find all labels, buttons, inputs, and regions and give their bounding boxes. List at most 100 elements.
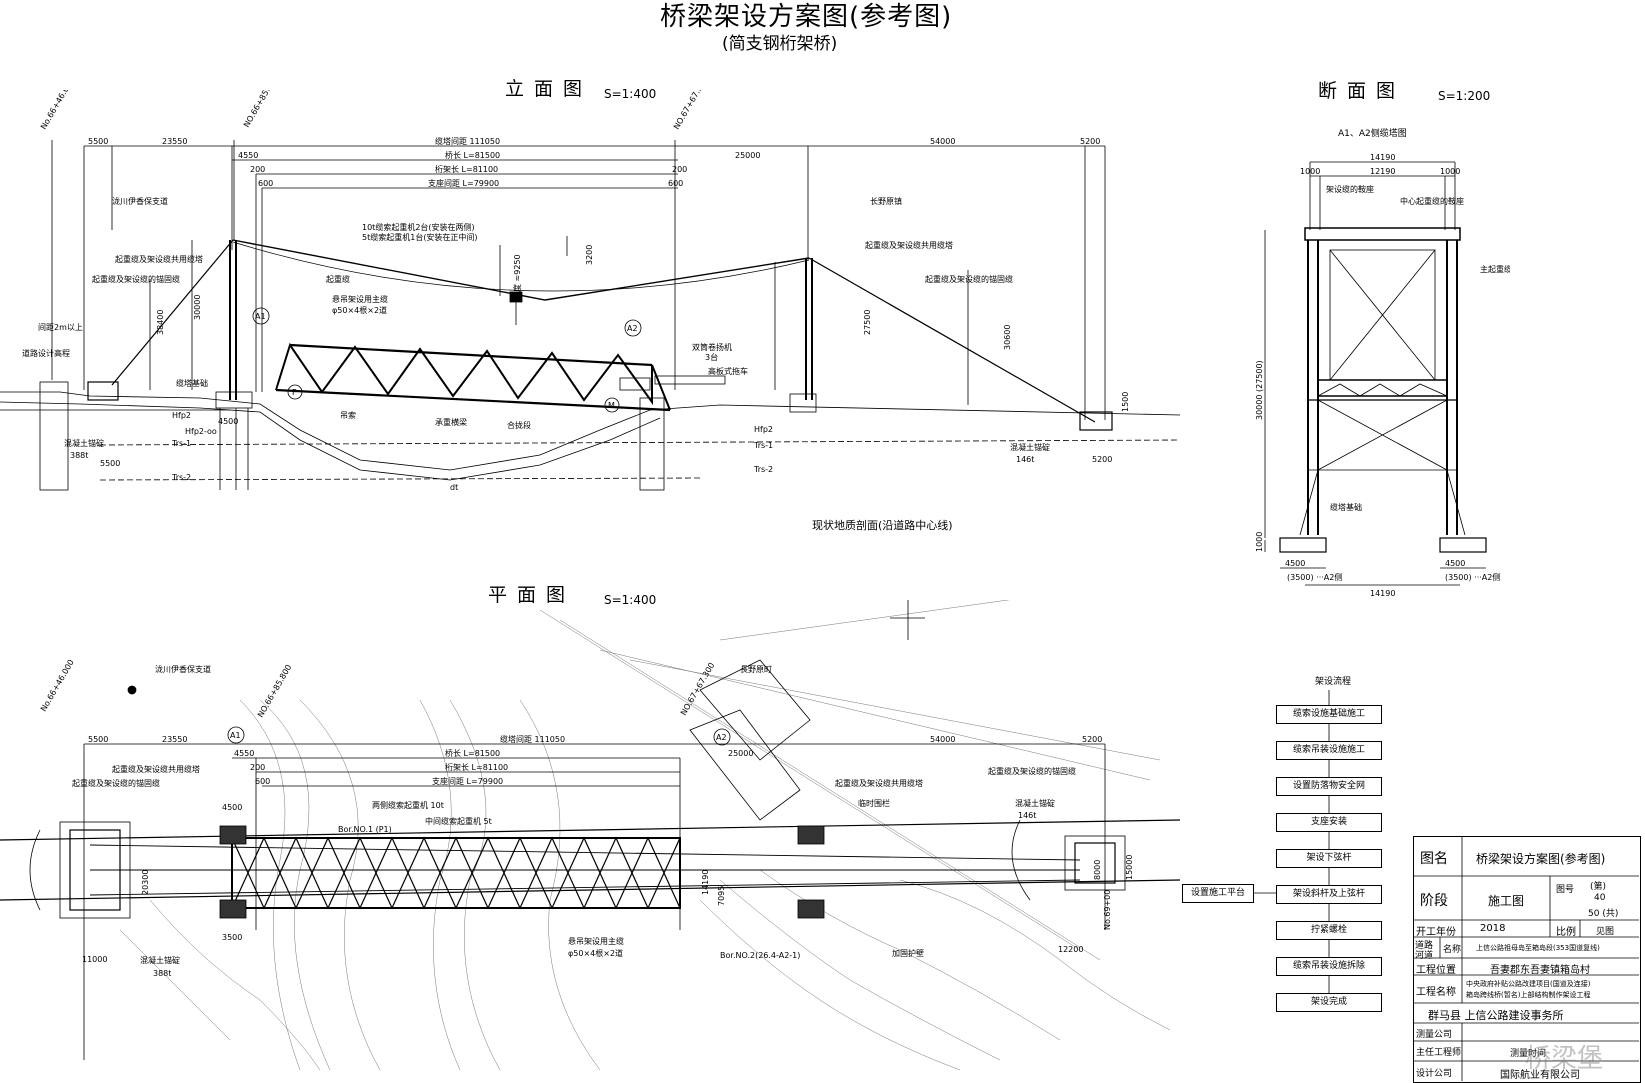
elev-dim-200a: 200 — [250, 165, 265, 174]
tb-year-label: 开工年份 — [1416, 927, 1456, 938]
section-view: 14190 1000 12190 1000 30000 (27500) 1000… — [1255, 153, 1510, 598]
elev-beam: 承重横梁 — [435, 417, 467, 427]
flow-step-1: 缆索设施基础施工 — [1276, 705, 1382, 724]
elev-dim-5500: 5500 — [88, 137, 108, 146]
elev-a1: A1 — [255, 312, 266, 321]
elev-d4500: 4500 — [218, 417, 238, 426]
elev-road-l: 泷川伊香保支道 — [112, 196, 168, 206]
elev-crane-label-2: 5t缆索起重机1台(安装在正中间) — [362, 232, 478, 242]
tb-project-2: 箱岛跨线桥(暂名)上部结构制作架设工程 — [1466, 991, 1591, 999]
elev-gap: 间距2m以上 — [38, 323, 83, 332]
elev-d1500: 1500 — [1121, 392, 1130, 412]
plan-w14190: 14190 — [701, 870, 710, 895]
plan-mid-crane: 中间缆索起重机 5t — [425, 816, 492, 826]
plan-anchor-concrete-r: 混凝土锚碇 — [1015, 798, 1055, 808]
flow-side-step: 设置施工平台 — [1182, 884, 1254, 903]
elev-road-design: 道路设计高程 — [22, 348, 70, 358]
plan-dim-support: 支座间距 L=79900 — [432, 776, 503, 786]
elev-dim-support: 支座间距 L=79900 — [428, 178, 499, 188]
plan-station-1: No.66+46.000 — [39, 658, 76, 713]
tb-scale-label: 比例 — [1556, 927, 1576, 938]
elev-anchor-r: 起重缆及架设缆的锚固缆 — [925, 274, 1013, 284]
elev-tower-base: 缆塔基础 — [176, 378, 208, 388]
elev-trailer: 高板式拖车 — [708, 366, 748, 376]
elev-anchor-t-l: 388t — [70, 451, 88, 460]
plan-anchor-r: 起重缆及架设缆的锚固缆 — [988, 766, 1076, 776]
elev-main-cable-spec: φ50×4根×2道 — [332, 305, 387, 315]
elev-dim-600b: 600 — [668, 179, 683, 188]
elev-dim-200b: 200 — [672, 165, 687, 174]
plan-dim-23550: 23550 — [162, 735, 187, 744]
tb-engineer-label: 主任工程师 — [1416, 1048, 1462, 1058]
sec-dim-14190b: 14190 — [1370, 589, 1395, 598]
plan-main-cable-spec: φ50×4根×2道 — [568, 948, 623, 958]
elev-anchor-concrete-l: 混凝土锚碇 — [64, 438, 104, 448]
sec-dim-height: 30000 (27500) — [1255, 360, 1264, 420]
tb-design: 国际航业有限公司 — [1500, 1070, 1580, 1081]
flow-step-2: 缆索吊装设施施工 — [1276, 741, 1382, 760]
plan-shared-tower-r: 起重缆及架设缆共用缆塔 — [835, 778, 923, 788]
flow-title: 架设流程 — [1315, 677, 1352, 687]
plan-dim-200: 200 — [250, 763, 265, 772]
flow-step-5: 架设下弦杆 — [1276, 849, 1382, 868]
sec-dim-1000c: 1000 — [1255, 532, 1264, 552]
section-heading: 断面图 — [1318, 80, 1406, 102]
tb-site: 吾妻郡东吾妻镇箱岛村 — [1490, 965, 1590, 976]
tb-name-label: 图名 — [1420, 851, 1448, 867]
plan-station-r: No.69+00 — [1103, 890, 1112, 930]
elev-station-1: No.66+46.000 — [39, 90, 76, 131]
flow-step-8: 缆索吊装设施拆除 — [1276, 957, 1382, 976]
elev-layer-5: dt — [450, 483, 458, 492]
plan-dim-600: 600 — [255, 777, 270, 786]
elev-h38400: 38400 — [156, 310, 165, 335]
elev-h3200: 3200 — [585, 245, 594, 265]
elev-anchor-l: 起重缆及架设缆的锚固缆 — [92, 274, 180, 284]
plan-bor1: Bor.NO.1 (P1) — [338, 825, 392, 834]
plan-a2: A2 — [716, 733, 727, 742]
elev-m: M — [608, 401, 615, 410]
plan-w4500: 4500 — [222, 803, 242, 812]
flow-step-6: 架设斜杆及上弦杆 — [1276, 885, 1382, 904]
sec-saddle: 架设缆的鞍座 — [1326, 184, 1374, 194]
elev-h30600: 30600 — [1003, 325, 1012, 350]
watermark: 桥梁堡 — [1525, 1044, 1604, 1074]
elev-road-r: 长野原镇 — [870, 196, 902, 206]
flow-step-3: 设置防落物安全网 — [1276, 777, 1382, 796]
plan-view: No.66+46.000 NO.66+85.800 NO.67+67.300 N… — [0, 600, 1180, 1071]
plan-scale: S=1:400 — [604, 593, 657, 607]
elev-layer-3: Trs-1 — [171, 439, 191, 448]
tb-road-label-2: 河道 — [1415, 951, 1434, 961]
sec-dim-14190: 14190 — [1370, 153, 1395, 162]
sec-base: 缆塔基础 — [1330, 502, 1362, 512]
sec-center-saddle: 中心起重缆的鞍座 — [1400, 196, 1464, 206]
elev-layer-4: Trs-2 — [171, 473, 191, 482]
plan-bor2: Bor.NO.2(26.4-A2-1) — [720, 951, 800, 960]
elev-dim-54000: 54000 — [930, 137, 955, 146]
flow-step-9: 架设完成 — [1276, 993, 1382, 1012]
plan-dim-span: 缆塔间距 111050 — [500, 734, 565, 744]
tb-fig-label: 图号 — [1556, 885, 1575, 895]
plan-w8000: 8000 — [1093, 860, 1102, 880]
drawing-title: 桥梁架设方案图(参考图) — [660, 2, 953, 32]
plan-dim-25000: 25000 — [728, 749, 753, 758]
plan-anchor-l: 起重缆及架设缆的锚固缆 — [72, 778, 160, 788]
elev-dim-23550: 23550 — [162, 137, 187, 146]
elev-dim-bridge: 桥长 L=81500 — [445, 150, 500, 160]
tb-date-label: 测量时间 — [1510, 1049, 1547, 1059]
elev-h27500: 27500 — [863, 310, 872, 335]
plan-a1: A1 — [230, 731, 241, 740]
tb-road-label: 道路 — [1415, 941, 1434, 951]
elev-f: F — [292, 388, 297, 397]
plan-station-3: NO.67+67.300 — [679, 661, 716, 717]
plan-fence: 临时围栏 — [858, 798, 890, 808]
plan-anchor-t-r: 146t — [1018, 811, 1036, 820]
plan-guard: 加固护壁 — [892, 948, 924, 958]
plan-anchor-concrete-l: 混凝土锚碇 — [140, 955, 180, 965]
sec-dim-a2b: (3500) ···A2侧 — [1445, 572, 1500, 582]
elev-closure: 合拢段 — [507, 420, 531, 430]
title-block-grid — [1413, 836, 1639, 1081]
elev-layer-1: Hfp2 — [172, 411, 191, 420]
sec-main-saddle: 主起重缆的鞍座 — [1480, 264, 1510, 274]
plan-dim-4550: 4550 — [234, 749, 254, 758]
sec-dim-1000a: 1000 — [1300, 167, 1320, 176]
